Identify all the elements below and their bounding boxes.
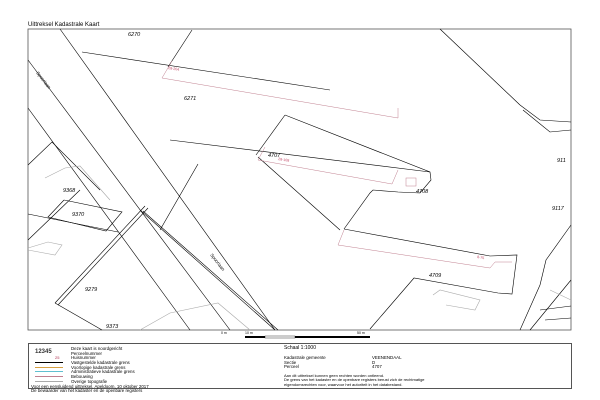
provisional-boundary-symbol [35, 366, 63, 368]
parcel-labels: 6270 6271 4707 4708 4709 9368 9370 9279 … [63, 32, 566, 330]
parcel-label: 9117 [552, 206, 565, 212]
house-number-label: 28-204 [168, 66, 180, 72]
scale-label: 50 m [357, 331, 365, 335]
legend-admin-boundary: Administratieve kadastrale grens [71, 369, 135, 375]
parcel-value: 4707 [372, 364, 382, 370]
legend-provisional-boundary: Voorlopige kadastrale grens [71, 364, 126, 370]
scale-label: 10 m [245, 331, 253, 335]
parcel-boundaries [27, 28, 572, 331]
street-label: Spoorlaan [209, 253, 226, 273]
buildings-symbol [35, 376, 63, 378]
other-topography [27, 165, 572, 331]
legend-box: Deze kaart is noordgericht 12345 Perceeln… [28, 343, 572, 393]
legend-buildings: Bebouwing [71, 374, 93, 380]
keeper-text: De bewaarder van het kadaster en de open… [31, 388, 143, 394]
disclaimer-line: De grens van het kadaster en de openbare… [284, 377, 425, 383]
parcel-label: 9279 [85, 287, 97, 293]
legend-north: Deze kaart is noordgericht [71, 346, 123, 351]
parcel-label: 9370 [72, 212, 85, 218]
parcel-label: 4709 [429, 273, 441, 279]
section-value: D [372, 359, 376, 365]
legend: Deze kaart is noordgericht 12345 Perceeln… [29, 346, 274, 393]
legend-parcel-sample: 12345 [35, 348, 52, 355]
scale-text: Schaal 1:1000 [284, 345, 316, 351]
municipality-label: Kadastrale gemeente [284, 355, 326, 360]
section-label: Sectie [284, 359, 297, 365]
scale-bar: 0 m 10 m 50 m [221, 331, 370, 339]
legend-parcel-number: Perceelnummer [71, 350, 102, 356]
parcel-info: Schaal 1:1000 Kadastrale gemeente VEENEND… [284, 346, 569, 387]
scale-label: 0 m [221, 331, 227, 335]
buildings [161, 60, 512, 269]
parcel-label: 9368 [63, 188, 76, 194]
parcel-label: 911 [557, 158, 566, 164]
map-frame [27, 28, 572, 331]
legend-topography: Overige topografie [71, 378, 108, 384]
parcel-label: 4708 [416, 189, 429, 195]
street-label: Spoorlaan [35, 71, 52, 91]
parcel-label: 4707 [268, 153, 281, 159]
house-number-label: 8-75 [477, 255, 485, 260]
legend-house-sample: 25 [55, 355, 60, 361]
disclaimer-line: Aan dit uittreksel kunnen geen rechten w… [284, 372, 385, 378]
municipality-value: VEENENDAAL [372, 355, 402, 360]
topography-symbol [35, 380, 63, 382]
parcel-label-text: Perceel [284, 364, 299, 370]
parcel-label: 6271 [184, 96, 196, 102]
admin-boundary-symbol [35, 371, 63, 373]
house-number-label: 28-108 [278, 157, 290, 163]
parcel-label: 6270 [128, 32, 141, 38]
legend-fixed-boundary: Vastgestelde kadastrale grens [71, 360, 130, 366]
house-number-labels: 28-204 28-108 8-75 [168, 66, 485, 260]
certification-text: Voor een eensluidend uittreksel, Apeldoo… [31, 383, 149, 389]
fixed-boundary-symbol [35, 362, 63, 364]
disclaimer-line: eigendomsrechten voor, waarvoor het auto… [284, 381, 403, 387]
legend-house-number: Huisnummer [71, 355, 96, 361]
parcel-label: 9373 [106, 324, 119, 330]
document-title: Uittreksel Kadastrale Kaart [28, 22, 100, 28]
street-labels: Spoorlaan Spoorlaan [35, 71, 226, 273]
